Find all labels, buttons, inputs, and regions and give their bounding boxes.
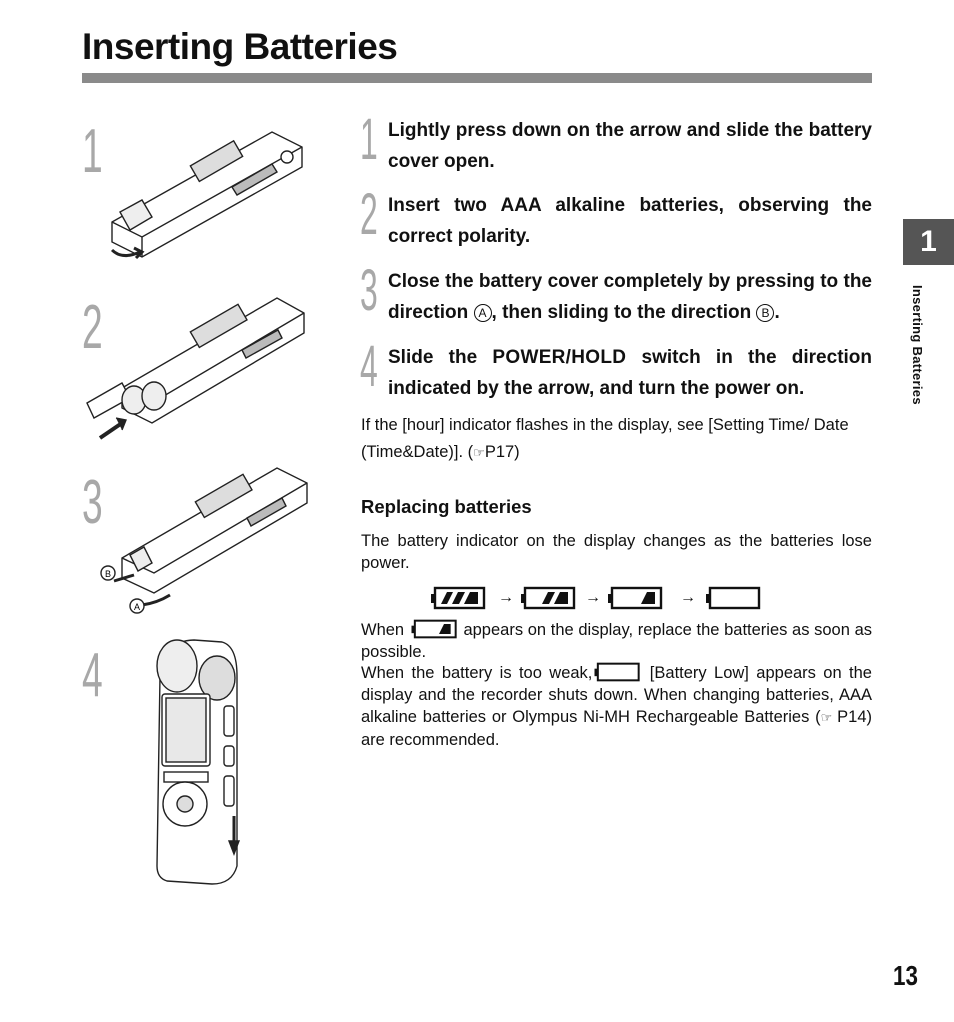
battery-empty-icon — [706, 586, 761, 610]
step-text: Close the battery cover completely by pr… — [388, 271, 872, 323]
step-number: 3 — [360, 258, 378, 323]
direction-b-marker: B — [756, 304, 775, 322]
step-4: 4 Slide the POWER/HOLD switch in the dir… — [360, 338, 873, 404]
step-3: 3 Close the battery cover completely by … — [360, 262, 872, 328]
replace-warning: When appears on the display, replace the… — [361, 619, 872, 661]
chapter-label: Inserting Batteries — [910, 285, 925, 405]
illustration-step-2: 2 — [82, 288, 312, 448]
arrow-icon: → — [680, 589, 696, 606]
step-number: 2 — [360, 182, 378, 247]
title-rule — [82, 73, 872, 83]
page-number: 13 — [893, 960, 918, 991]
battery-one-third-icon — [411, 619, 457, 639]
step-text: Lightly press down on the arrow and slid… — [388, 120, 872, 172]
pointing-hand-icon: ☞ — [820, 710, 838, 725]
power-hold-switch-label: POWER/HOLD — [492, 347, 627, 368]
marker-b: B — [105, 569, 111, 579]
chapter-tab: 1 — [903, 219, 954, 265]
step-2: 2 Insert two AAA alkaline batteries, obs… — [360, 186, 872, 252]
pointing-hand-icon: ☞ — [473, 445, 485, 460]
illustration-number: 1 — [82, 116, 103, 185]
step-number: 4 — [360, 334, 378, 399]
arrow-icon: → — [498, 589, 514, 606]
svg-text:2: 2 — [82, 292, 103, 361]
battery-two-thirds-icon — [521, 586, 576, 610]
illustration-step-3: 3 B A — [82, 463, 312, 623]
step-1: 1 Lightly press down on the arrow and sl… — [360, 111, 872, 177]
battery-low-warning: When the battery is too weak, [Battery L… — [361, 662, 872, 749]
page-title: Inserting Batteries — [82, 26, 398, 67]
illustration-step-1: 1 — [82, 112, 312, 272]
battery-full-icon — [431, 586, 486, 610]
hour-indicator-note: If the [hour] indicator flashes in the d… — [361, 416, 849, 461]
battery-one-third-icon — [608, 586, 663, 610]
direction-a-marker: A — [473, 304, 492, 322]
illustration-step-4: 4 — [82, 636, 312, 891]
battery-indicator-sequence: → → → — [430, 586, 770, 612]
step-text: Slide the POWER/HOLD switch in the direc… — [388, 347, 873, 399]
step-number: 1 — [360, 107, 378, 172]
replacing-batteries-heading: Replacing batteries — [361, 496, 532, 517]
marker-a: A — [134, 602, 140, 612]
svg-text:4: 4 — [82, 640, 103, 709]
battery-empty-icon — [594, 662, 641, 682]
svg-text:3: 3 — [82, 467, 103, 536]
arrow-icon: → — [585, 589, 601, 606]
step-text: Insert two AAA alkaline batteries, obser… — [388, 195, 872, 247]
replacing-intro: The battery indicator on the display cha… — [361, 532, 872, 572]
